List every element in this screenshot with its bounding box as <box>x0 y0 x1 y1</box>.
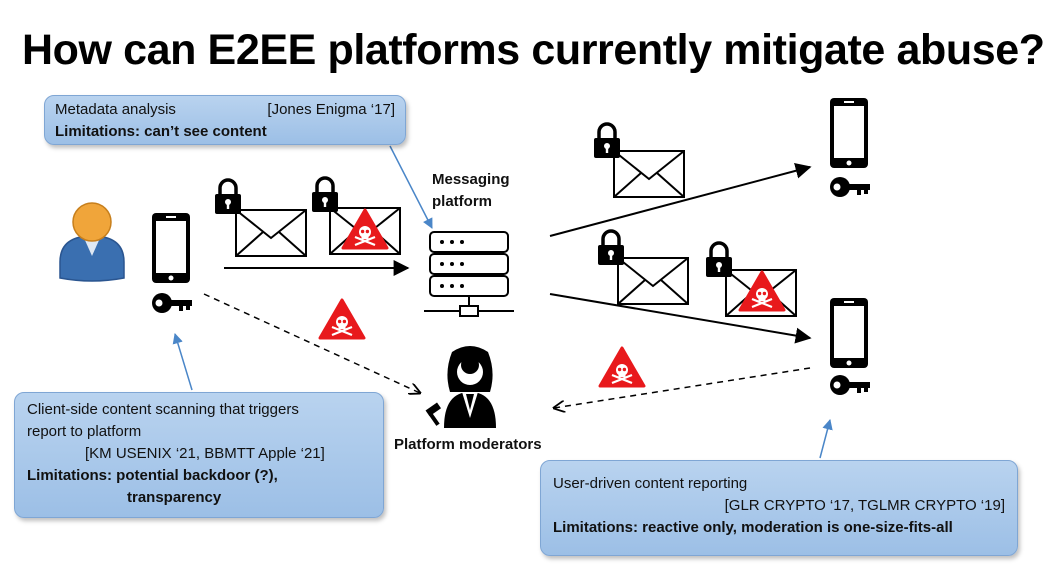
client-line2: report to platform <box>27 423 142 440</box>
user-connector <box>819 418 833 459</box>
platform-moderators-label: Platform moderators <box>394 436 542 453</box>
client-citation: [KM USENIX ‘21, BBMTT Apple ‘21] <box>85 445 325 462</box>
recipient-key-icon <box>830 375 870 395</box>
client-limitations-line2: transparency <box>127 489 222 506</box>
messaging-platform-label-line2: platform <box>432 193 492 210</box>
recipient-key-icon <box>830 177 870 197</box>
user-heading: User-driven content reporting <box>553 475 748 492</box>
recipient-phone-icon <box>830 298 868 368</box>
user-avatar-icon <box>59 202 125 282</box>
lock-icon <box>592 122 622 160</box>
deliver-arrow-bottom <box>549 293 812 344</box>
user-reporting-callout: User-driven content reporting [GLR CRYPT… <box>540 460 1018 556</box>
diagram-canvas <box>59 98 870 459</box>
metadata-heading: Metadata analysis <box>55 101 176 118</box>
lock-icon <box>596 229 626 267</box>
warning-skull-icon <box>318 298 366 340</box>
user-limitations: Limitations: reactive only, moderation i… <box>553 519 953 536</box>
moderator-icon <box>425 346 496 428</box>
recipient-phone-icon <box>830 98 868 168</box>
client-side-scanning-callout: Client-side content scanning that trigge… <box>14 392 384 518</box>
sender-key-icon <box>152 293 192 313</box>
warning-skull-icon <box>598 346 646 388</box>
lock-icon <box>310 176 340 214</box>
metadata-connector <box>389 145 433 229</box>
page-title: How can E2EE platforms currently mitigat… <box>22 26 1045 74</box>
metadata-citation: [Jones Enigma ‘17] <box>267 101 395 118</box>
envelope-icon <box>613 150 685 198</box>
client-scan-report-arrow <box>203 293 420 393</box>
user-citation: [GLR CRYPTO ‘17, TGLMR CRYPTO ‘19] <box>724 497 1005 514</box>
client-connector <box>172 332 193 391</box>
sender-phone-icon <box>152 213 190 283</box>
lock-icon <box>704 241 734 279</box>
messaging-platform-label: Messaging platform <box>432 169 510 213</box>
client-line1: Client-side content scanning that trigge… <box>27 401 299 418</box>
lock-icon <box>213 178 243 216</box>
deliver-arrow-top <box>549 162 812 237</box>
user-report-arrow <box>554 367 811 408</box>
server-icon <box>424 231 514 317</box>
metadata-limitations: Limitations: can’t see content <box>55 123 267 140</box>
envelope-icon <box>235 209 307 257</box>
client-limitations-line1: Limitations: potential backdoor (?), <box>27 467 278 484</box>
metadata-analysis-callout: Metadata analysis [Jones Enigma ‘17] Lim… <box>44 95 406 145</box>
envelope-icon <box>617 257 689 305</box>
messaging-platform-label-line1: Messaging <box>432 171 510 188</box>
